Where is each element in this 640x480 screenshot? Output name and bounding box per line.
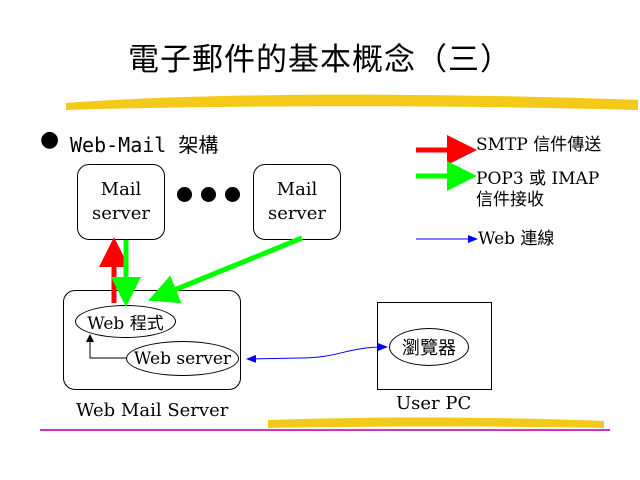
ellipsis-dot-2 [201, 187, 216, 202]
title-underline-highlight [66, 94, 638, 110]
web-connection-arrow-head-start [378, 343, 388, 351]
user-pc-label: User PC [396, 393, 472, 414]
ellipsis-dot-1 [177, 187, 192, 202]
legend-smtp-label: SMTP 信件傳送 [476, 135, 602, 155]
internal-call-arrow [86, 334, 127, 359]
web-connection-arrow [246, 346, 387, 363]
web-program-node: Web 程式 [75, 305, 176, 338]
bullet-icon: ● [40, 127, 60, 152]
browser-node: 瀏覽器 [389, 328, 469, 366]
ellipsis-dot-3 [225, 187, 240, 202]
slide-title: 電子郵件的基本概念（三） [128, 42, 512, 78]
legend-pop3-sublabel: 信件接收 [476, 190, 544, 210]
mail-server-right: Mail server [253, 164, 341, 240]
legend-web-label: Web 連線 [478, 229, 555, 249]
web-mail-server-label: Web Mail Server [76, 400, 229, 421]
legend-pop3-label: POP3 或 IMAP [476, 169, 600, 189]
bottom-highlight [268, 417, 604, 428]
pop3-arrow-right [148, 235, 303, 304]
bullet-text: Web-Mail 架構 [70, 133, 219, 157]
mail-server-left: Mail server [77, 164, 165, 240]
